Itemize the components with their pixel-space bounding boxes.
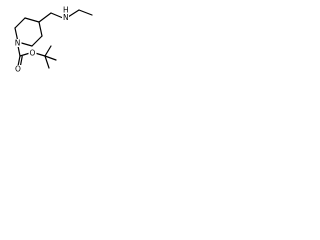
bond-tbu-methyl-up <box>44 45 52 57</box>
bond-tbu-methyl-right <box>44 55 57 61</box>
molecule-drawing: H N N O O <box>13 6 93 74</box>
bond-ch2-nh <box>50 12 64 19</box>
structure-diagram: H N N O O <box>0 0 110 80</box>
bond-ester-o-tbu <box>34 52 46 57</box>
bond-c2-c3 <box>14 17 26 29</box>
bond-ring-n-carbonyl <box>17 45 21 57</box>
bond-c3-c4 <box>24 17 40 23</box>
bond-carbonyl-ester-o <box>19 52 31 57</box>
bond-c4-ch2 <box>38 12 52 23</box>
atom-ring-n: N <box>15 39 21 48</box>
bond-c5-c6 <box>31 35 43 47</box>
bond-tbu-methyl-down <box>44 55 50 69</box>
atom-amine-n: N <box>63 13 69 22</box>
bond-ethyl-methyl <box>78 9 93 16</box>
bond-carbonyl-double-b <box>19 55 23 67</box>
bond-carbonyl-double-a <box>17 55 21 67</box>
atom-carbonyl-o: O <box>15 65 21 74</box>
bond-nh-ethyl <box>67 9 80 18</box>
bond-c4-c5 <box>38 21 43 37</box>
atom-ether-o: O <box>30 49 36 58</box>
atom-amine-h: H <box>63 6 69 15</box>
